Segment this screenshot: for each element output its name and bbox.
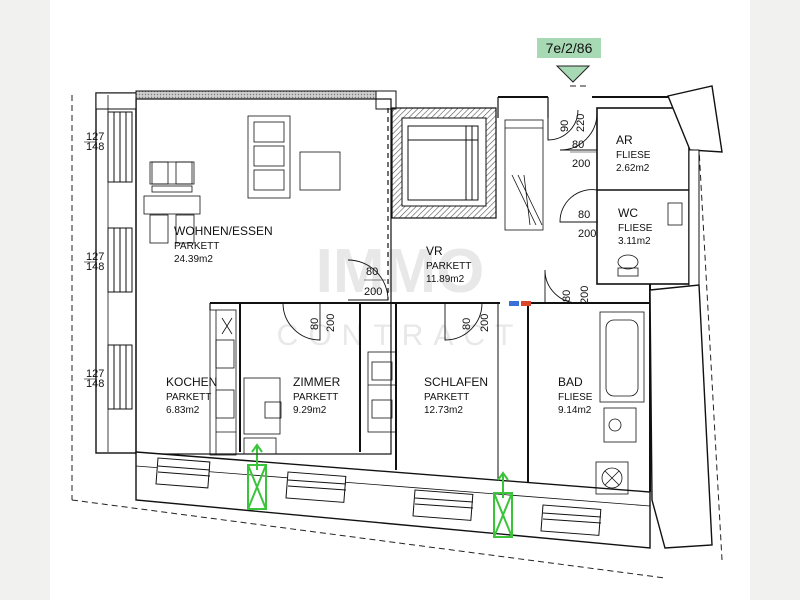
room-wc-area: 3.11m2	[618, 236, 651, 247]
watermark-line1: IMMO	[316, 237, 485, 306]
room-bad-name: BAD	[558, 375, 583, 389]
door-bad-width: 80	[561, 290, 573, 302]
room-kochen-floor: PARKETT	[166, 392, 211, 403]
door-entrance-height: 220	[575, 114, 587, 132]
kitchen-counter	[209, 309, 237, 456]
room-wohnen-area: 24.39m2	[174, 254, 213, 265]
window-left-2	[107, 227, 133, 293]
room-kochen-area: 6.83m2	[166, 405, 200, 416]
room-ar-area: 2.62m2	[616, 163, 650, 174]
window-3-width: 127	[86, 368, 104, 380]
bottom-exterior-wall	[135, 443, 651, 549]
watermark: IMMO CONTRACT	[277, 237, 514, 352]
door-wohnen-height: 200	[364, 286, 382, 298]
room-schlafen-floor: PARKETT	[424, 392, 469, 403]
door-zimmer-width: 80	[309, 318, 321, 330]
right-exterior-wall	[649, 85, 723, 549]
bathroom-fixtures	[595, 311, 645, 495]
room-schlafen-name: SCHLAFEN	[424, 375, 488, 389]
window-bottom-3	[412, 489, 474, 521]
window-3-height: 148	[86, 378, 104, 390]
room-schlafen-area: 12.73m2	[424, 405, 463, 416]
door-schlafen-height: 200	[479, 314, 491, 332]
ventilation-shaft-1	[247, 443, 267, 510]
door-dimensions: 80 200 80 200 80 200 80 200 80 200 80 20…	[309, 114, 598, 332]
room-ar-name: AR	[616, 133, 633, 147]
vr-wardrobe	[504, 119, 544, 231]
ventilation-shaft-2	[493, 471, 513, 538]
window-left-3	[107, 344, 133, 410]
door-schlafen-width: 80	[461, 318, 473, 330]
room-wohnen-floor: PARKETT	[174, 241, 219, 252]
room-labels: WOHNEN/ESSEN PARKETT 24.39m2 VR PARKETT …	[166, 133, 653, 416]
room-bad-floor: FLIESE	[558, 392, 593, 403]
door-wc-width: 80	[578, 209, 590, 221]
utility-marks	[509, 301, 531, 306]
window-bottom-1	[155, 457, 211, 489]
zimmer-furniture	[243, 377, 282, 455]
schlafen-bed	[367, 351, 397, 433]
window-bottom-4	[540, 504, 602, 536]
room-kochen-name: KOCHEN	[166, 375, 217, 389]
room-bad-area: 9.14m2	[558, 405, 592, 416]
room-ar-floor: FLIESE	[616, 150, 651, 161]
window-dimensions: 127 148 127 148 127 148	[84, 131, 104, 390]
room-wc-floor: FLIESE	[618, 223, 653, 234]
wc-fixtures	[617, 202, 683, 277]
door-entrance-width: 90	[559, 120, 571, 132]
window-1-height: 148	[86, 141, 104, 153]
window-1-width: 127	[86, 131, 104, 143]
site-outline	[71, 85, 723, 579]
room-wohnen-name: WOHNEN/ESSEN	[174, 224, 273, 238]
door-wc-height: 200	[578, 228, 596, 240]
living-furniture	[143, 115, 341, 244]
room-zimmer-area: 9.29m2	[293, 405, 327, 416]
door-wohnen-width: 80	[366, 266, 378, 278]
plan-code-badge: 7e/2/86	[537, 38, 601, 58]
room-wc-name: WC	[618, 206, 638, 220]
stair-core	[391, 107, 497, 219]
room-vr-floor: PARKETT	[426, 261, 471, 272]
room-vr-area: 11.89m2	[426, 274, 465, 285]
door-bad-height: 200	[579, 286, 591, 304]
window-2-width: 127	[86, 251, 104, 263]
room-zimmer-floor: PARKETT	[293, 392, 338, 403]
top-wall	[135, 90, 397, 110]
room-vr-name: VR	[426, 244, 443, 258]
door-ar-width: 80	[572, 139, 584, 151]
window-left-1	[107, 111, 133, 183]
entrance-arrow	[555, 65, 591, 83]
room-zimmer-name: ZIMMER	[293, 375, 341, 389]
window-2-height: 148	[86, 261, 104, 273]
door-swings	[282, 109, 598, 341]
window-bottom-2	[285, 471, 347, 503]
door-zimmer-height: 200	[325, 314, 337, 332]
door-ar-height: 200	[572, 158, 590, 170]
